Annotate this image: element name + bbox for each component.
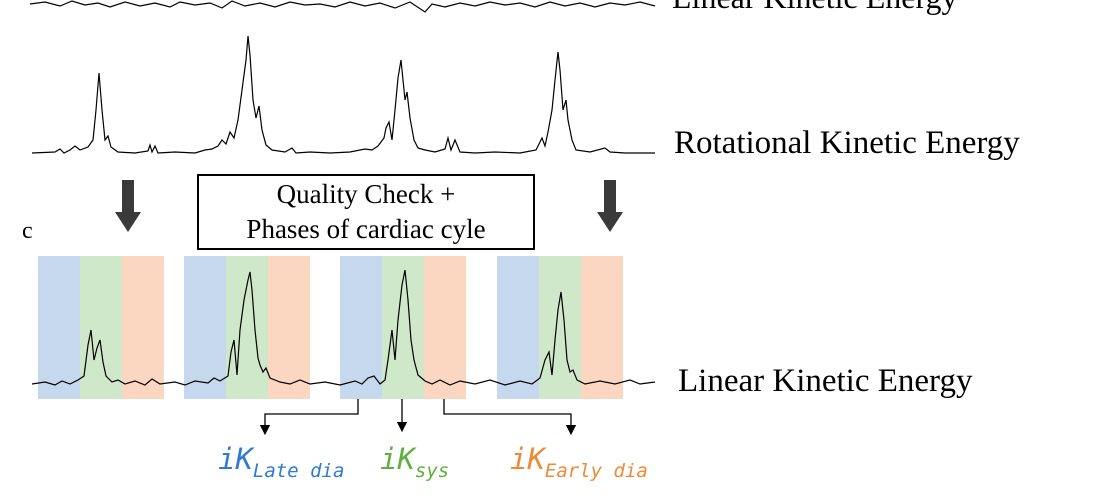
box-line1: Quality Check +	[277, 179, 456, 209]
down-arrow-left-icon	[115, 180, 141, 232]
quality-check-box	[197, 174, 535, 250]
down-arrow-right-icon	[597, 180, 623, 232]
ik-sys-base: iK	[380, 442, 417, 476]
svg-text:iKsys: iKsys	[380, 442, 449, 482]
svg-text:iKEarly dia: iKEarly dia	[510, 442, 648, 482]
ik-late-base: iK	[218, 442, 255, 476]
ik-sys-sub: sys	[415, 460, 449, 482]
linear-trace	[31, 269, 656, 386]
box-line2: Phases of cardiac cyle	[246, 214, 485, 244]
rotational-label: Rotational Kinetic Energy	[674, 125, 1020, 161]
panel-letter: c	[22, 218, 33, 244]
phase-bands	[38, 256, 623, 399]
svg-text:iKLate dia: iKLate dia	[218, 442, 344, 482]
top-linear-trace	[29, 0, 656, 13]
ik-late-dia: iKLate dia	[218, 442, 344, 482]
ik-sys: iKsys	[380, 442, 449, 482]
top-linear-label: Linear Kinetic Energy	[672, 0, 958, 15]
ik-early-sub: Early dia	[545, 460, 648, 482]
rotational-trace	[31, 35, 655, 154]
connectors	[259, 399, 577, 436]
ik-early-base: iK	[510, 442, 547, 476]
ik-late-sub: Late dia	[253, 460, 345, 482]
linear-label: Linear Kinetic Energy	[678, 363, 973, 399]
ik-early-dia: iKEarly dia	[510, 442, 648, 482]
